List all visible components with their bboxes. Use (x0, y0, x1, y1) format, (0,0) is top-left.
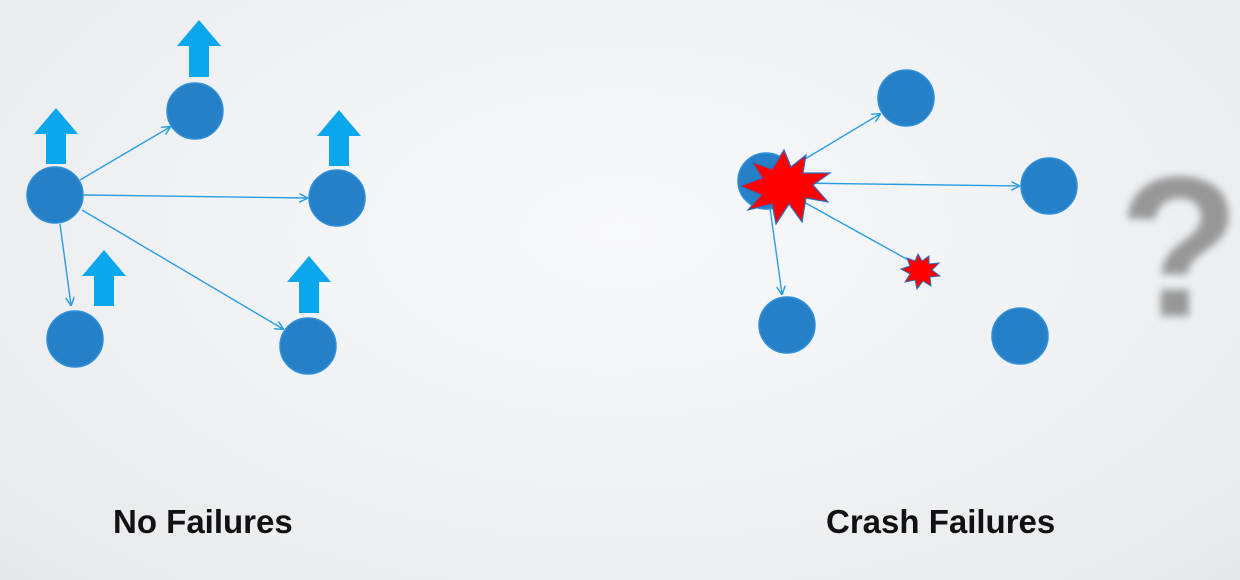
edge-hub-to-right (83, 195, 307, 198)
explosion-icon (899, 252, 942, 291)
node-right (308, 169, 366, 227)
edge-crashed-to-right (794, 183, 1019, 186)
crash-failures-caption: Crash Failures (826, 503, 1056, 540)
question-mark-icon: ? (1118, 136, 1240, 359)
node-bottom-right (991, 307, 1049, 365)
up-arrows (34, 20, 361, 313)
edge-hub-to-top (79, 127, 170, 181)
no-failures-caption: No Failures (113, 503, 293, 540)
up-arrow-icon (177, 20, 221, 77)
edges-left (59, 127, 307, 329)
crash-failures-diagram (737, 69, 1078, 365)
up-arrow-icon (34, 108, 78, 164)
node-right (1020, 157, 1078, 215)
up-arrow-icon (82, 250, 126, 306)
edge-crashed-to-mid (792, 195, 913, 263)
up-arrow-icon (317, 110, 361, 166)
nodes-right (737, 69, 1078, 365)
up-arrow-icon (287, 256, 331, 313)
node-hub (26, 166, 84, 224)
node-bottom-left (758, 296, 816, 354)
edges-right (769, 114, 1019, 294)
node-bottom-left (46, 310, 104, 368)
node-top (166, 82, 224, 140)
no-failures-diagram (26, 20, 366, 375)
nodes-left (26, 82, 366, 375)
edge-crashed-to-bottom-left (769, 207, 782, 294)
explosion-icon (738, 148, 832, 226)
node-top (877, 69, 935, 127)
edge-hub-to-bottom-right (81, 209, 283, 329)
edge-hub-to-bottom-left (59, 223, 71, 305)
node-bottom-right (279, 317, 337, 375)
